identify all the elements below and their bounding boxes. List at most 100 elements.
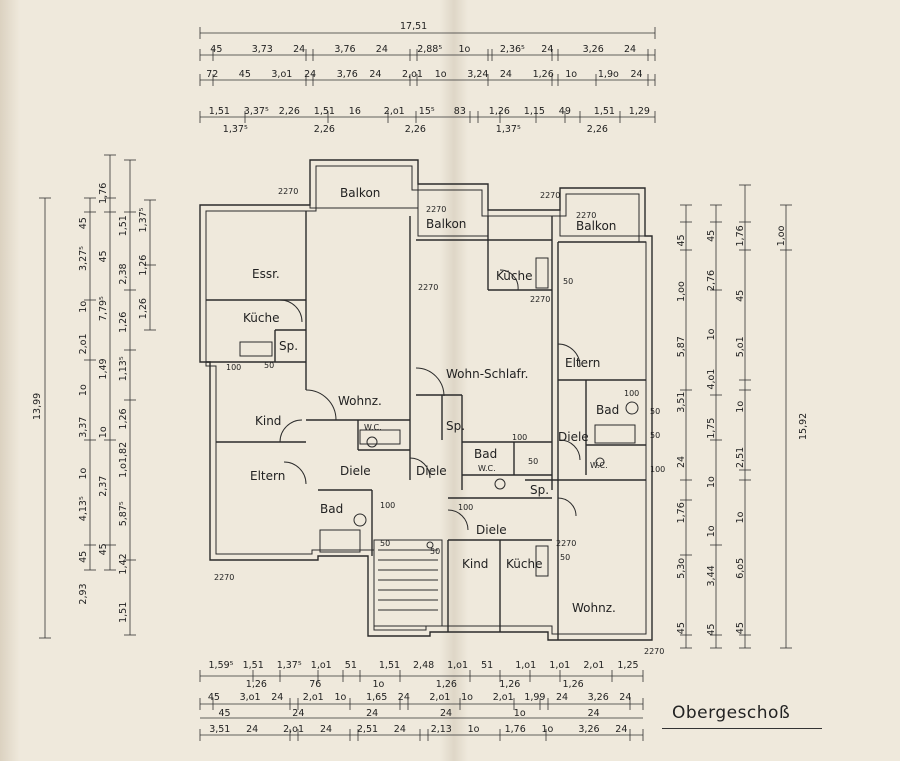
room-kind-mid: Kind <box>462 557 488 571</box>
dimension-label: 2,o1 <box>78 333 89 354</box>
dimension-label: 3,44 <box>706 565 717 586</box>
dimension-label: 24 <box>619 692 631 703</box>
dimension-label: 1,49 <box>98 358 109 379</box>
dimension-label: 4,13⁵ <box>78 496 89 521</box>
room-bad-mid: Bad <box>474 447 497 461</box>
dimension-label: 45 <box>98 250 109 262</box>
dimension-label: 5,o1 <box>735 336 746 357</box>
annot-2270-c: 2270 <box>540 191 560 200</box>
dimension-label: 1,26 <box>138 298 149 319</box>
room-wc-right: W.C. <box>590 461 608 470</box>
annot-2270-a: 2270 <box>278 187 298 196</box>
annot-2270-i: 2270 <box>644 647 664 656</box>
dimension-label: 2,26 <box>279 106 300 117</box>
dimension-label: 1,25 <box>617 660 638 671</box>
dimension-label: 2,88⁵ <box>417 44 442 55</box>
dimension-label: 3,76 <box>337 69 358 80</box>
dimension-label: 24 <box>271 692 283 703</box>
dimension-label: 2,93 <box>78 583 89 604</box>
page-fold <box>440 0 468 761</box>
annot-100-e: 100 <box>624 389 639 398</box>
room-kueche-mid2: Küche <box>506 557 542 571</box>
dimension-label: 24 <box>440 708 452 719</box>
annot-2270-f: 2270 <box>530 295 550 304</box>
room-wohnz-left: Wohnz. <box>338 394 382 408</box>
annot-100-d: 100 <box>458 503 473 512</box>
room-kind-left: Kind <box>255 414 281 428</box>
dimension-label: 72 <box>206 69 218 80</box>
dimension-label: 5,3o <box>676 558 687 579</box>
annot-2270-g: 2270 <box>214 573 234 582</box>
dimension-label: 1,37⁵ <box>277 660 302 671</box>
dimension-label: 24 <box>398 692 410 703</box>
dimension-label: 1o <box>735 511 746 523</box>
dimension-label: 1o <box>98 426 109 438</box>
dimension-label: 1,51 <box>118 215 129 236</box>
dimension-label: 1o <box>542 724 554 735</box>
page-edge-shadow <box>0 0 20 761</box>
dimension-label: 45 <box>98 543 109 555</box>
dimension-label: 1,51 <box>118 602 129 623</box>
annot-100-a: 100 <box>226 363 241 372</box>
dimension-label: 1o <box>735 401 746 413</box>
dimension-label: 1,26 <box>246 679 267 690</box>
dimension-label: 45 <box>735 290 746 302</box>
dimension-label: 24 <box>369 69 381 80</box>
dimension-label: 1,37⁵ <box>223 124 248 135</box>
dimension-label: 2,51 <box>735 447 746 468</box>
room-sp-mid: Sp. <box>446 419 465 433</box>
dimension-label: 24 <box>631 69 643 80</box>
dimension-label: 45 <box>706 230 717 242</box>
dimension-label: 7,79⁵ <box>98 296 109 321</box>
dimension-label: 2,76 <box>706 270 717 291</box>
room-wc-left: W.C. <box>364 423 382 432</box>
room-eltern-right: Eltern <box>565 356 600 370</box>
dimension-label: 2,38 <box>118 263 129 284</box>
dimension-label: 1,oo <box>676 281 687 302</box>
dimension-label: 1,51 <box>209 106 230 117</box>
dimension-label: 3,26 <box>578 724 599 735</box>
dimension-label: 2,o1 <box>429 692 450 703</box>
dimension-label: 1o <box>459 44 471 55</box>
room-essr: Essr. <box>252 267 280 281</box>
dimension-label: 1,26 <box>563 679 584 690</box>
dimension-label: 2,26 <box>587 124 608 135</box>
annot-100-c: 100 <box>380 501 395 510</box>
dimension-label: 1,59⁵ <box>209 660 234 671</box>
dimension-label: 3,37⁵ <box>244 106 269 117</box>
dimension-label: 45 <box>219 708 231 719</box>
dimension-label: 2,13 <box>431 724 452 735</box>
dimension-label: 1,26 <box>118 312 129 333</box>
dimension-label: 4,o1 <box>706 369 717 390</box>
annot-50-f: 50 <box>560 553 570 562</box>
dimension-label: 83 <box>454 106 466 117</box>
dimension-label: 2,26 <box>314 124 335 135</box>
dimension-label: 2,37 <box>98 476 109 497</box>
dimension-label: 2,o1 <box>493 692 514 703</box>
dimension-label: 1,26 <box>499 679 520 690</box>
dimension-label: 1,37⁵ <box>496 124 521 135</box>
room-wohnz-right: Wohnz. <box>572 601 616 615</box>
dimension-label: 76 <box>309 679 321 690</box>
dimension-label: 45 <box>210 44 222 55</box>
dimension-label: 1,26 <box>118 408 129 429</box>
dimension-label: 45 <box>735 622 746 634</box>
dimension-label: 1,37⁵ <box>138 207 149 232</box>
annot-2270-h: 2270 <box>556 539 576 548</box>
right-dim-col-4: 1,oo <box>776 225 787 246</box>
dimension-label: 2,o1 <box>303 692 324 703</box>
dimension-label: 1,76 <box>735 225 746 246</box>
annot-2270-b: 2270 <box>426 205 446 214</box>
dimension-label: 1,51 <box>379 660 400 671</box>
dimension-label: 24 <box>320 724 332 735</box>
